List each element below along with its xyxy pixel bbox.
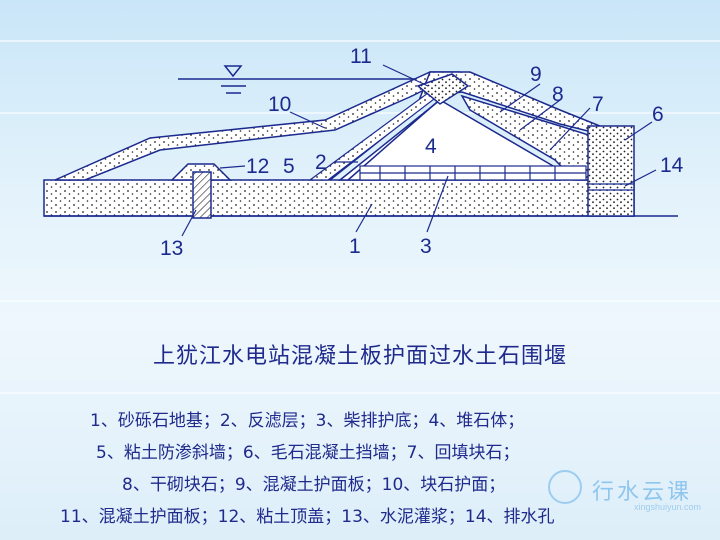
- callout-label-7: 7: [592, 93, 604, 116]
- background-streak: [0, 392, 720, 394]
- gravel-foundation: [43, 179, 635, 217]
- callout-label-8: 8: [552, 83, 564, 106]
- legend-line-4: 11、混凝土护面板；12、粘土顶盖；13、水泥灌浆；14、排水孔: [60, 507, 555, 527]
- rubble-concrete-retaining-wall: [587, 125, 635, 217]
- callout-label-11: 11: [350, 45, 372, 68]
- legend-line-1: 1、砂砾石地基；2、反滤层；3、柴排护底；4、堆石体；: [90, 411, 525, 431]
- callout-label-1: 1: [349, 235, 361, 258]
- drain-holes: [588, 183, 634, 191]
- brush-mattress: [359, 165, 587, 181]
- callout-label-4: 4: [425, 135, 437, 158]
- callout-label-10: 10: [268, 93, 292, 116]
- callout-label-13: 13: [160, 237, 184, 260]
- callout-label-5: 5: [283, 155, 295, 178]
- logo-circle-icon: [548, 470, 582, 504]
- diagram-title: 上犹江水电站混凝土板护面过水土石围堰: [152, 344, 567, 369]
- callout-label-9: 9: [530, 63, 542, 86]
- callout-label-2: 2: [315, 151, 327, 174]
- cement-grouting: [192, 171, 212, 219]
- watermark-url: xingshuiyun.com: [634, 502, 702, 512]
- watermark-text: 行水云课: [592, 480, 693, 505]
- cofferdam-cross-section-diagram: [43, 64, 678, 237]
- callout-label-6: 6: [652, 103, 664, 126]
- leader-lines: [181, 64, 657, 237]
- water-level-symbol: [178, 65, 430, 94]
- legend-line-2: 5、粘土防渗斜墙；6、毛石混凝土挡墙；7、回填块石；: [96, 443, 520, 463]
- callout-label-14: 14: [660, 154, 684, 177]
- background-streak: [0, 40, 720, 42]
- legend-line-3: 8、干砌块石；9、混凝土护面板；10、块石护面；: [122, 475, 506, 495]
- callout-label-12: 12: [246, 155, 270, 178]
- callout-label-3: 3: [420, 235, 432, 258]
- watermark-logo: 行水云课 xingshuiyun.com: [548, 470, 716, 512]
- crest-concrete-slab: [416, 73, 470, 105]
- background-streak: [0, 300, 720, 302]
